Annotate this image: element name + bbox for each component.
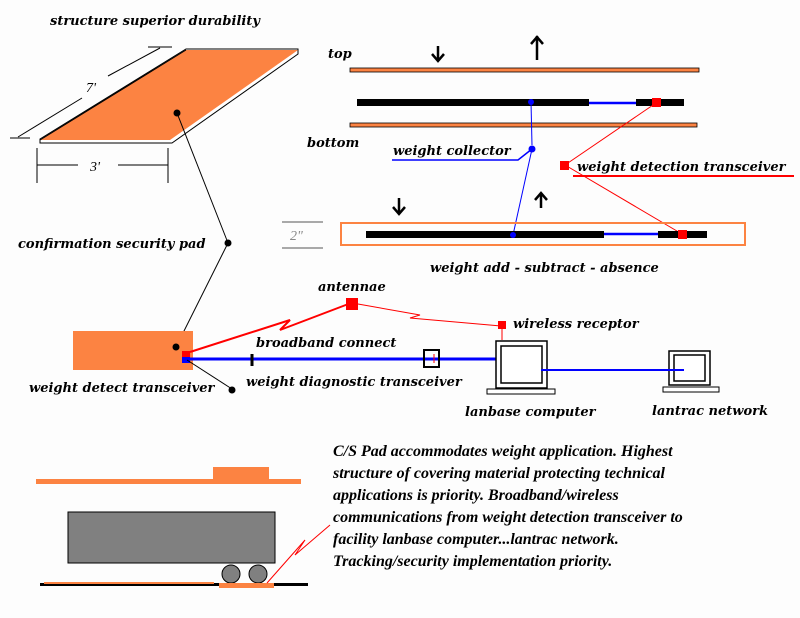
description-line: C/S Pad accommodates weight application.… <box>333 443 673 460</box>
trailer-wheel <box>248 564 268 584</box>
detect-transceiver-dot <box>228 386 236 394</box>
detect-transceiver-blue <box>182 357 190 363</box>
computer-icon <box>662 350 720 393</box>
transceiver-link-top <box>564 102 657 166</box>
wireless-signal-downlink <box>357 303 502 327</box>
trailer-body <box>67 511 276 564</box>
top-label: top <box>328 47 352 62</box>
width-dimension: 3' <box>36 148 169 183</box>
pad-left-edge <box>39 49 187 141</box>
top-plate <box>349 67 700 73</box>
description-line: communications from weight detection tra… <box>333 509 683 526</box>
lantrac-network-label: lantrac network <box>652 404 768 419</box>
wireless-receptor-node <box>498 321 506 329</box>
collector-wire-bottom <box>512 148 533 236</box>
wireless-signal-uplink <box>189 302 352 353</box>
trailer-wheel <box>221 564 241 584</box>
pad-sensor-bar-left <box>366 231 604 238</box>
description-line: structure of covering material protectin… <box>333 465 665 482</box>
collector-wire-top <box>530 101 533 146</box>
ground-line <box>40 583 308 586</box>
dim-thickness-label: 2" <box>290 229 303 244</box>
detection-transceiver-node <box>560 161 569 170</box>
confirmation-dot <box>224 239 232 247</box>
description-line: facility lanbase computer...lantrac netw… <box>333 531 619 548</box>
description-line: applications is priority. Broadband/wire… <box>333 487 619 504</box>
arrow-up-icon <box>534 191 548 208</box>
truck-trailer-icon <box>36 467 308 588</box>
antennae-node <box>346 298 358 310</box>
leader-security <box>175 242 229 348</box>
computer-icon <box>486 340 556 395</box>
pad-transceiver-node <box>678 230 687 239</box>
bottom-label: bottom <box>307 136 359 151</box>
weight-detect-transceiver-label: weight detect transceiver <box>29 381 216 396</box>
collector-underline <box>392 148 533 161</box>
structure-title: structure superior durability <box>50 14 261 29</box>
ground-pad-strip <box>44 582 214 584</box>
sensor-bar-left <box>357 99 589 106</box>
dim-width-label: 3' <box>89 160 101 175</box>
dim-line-lower <box>17 97 83 138</box>
weight-collector-label: weight collector <box>393 144 512 159</box>
description-text: C/S Pad accommodates weight application.… <box>333 441 773 573</box>
ground-pad <box>219 583 274 588</box>
broadband-connect-label: broadband connect <box>256 336 396 351</box>
truck-wireless-signal <box>266 524 331 584</box>
dim-length-label: 7' <box>86 81 97 96</box>
description-line: Tracking/security implementation priorit… <box>333 553 613 570</box>
arrow-down-icon <box>431 46 445 63</box>
pad-cross-section <box>340 222 746 246</box>
antennae-label: antennae <box>318 280 386 295</box>
pad-surface <box>40 50 298 140</box>
canopy-roof <box>36 479 301 484</box>
confirmation-security-pad-label: confirmation security pad <box>18 237 206 252</box>
length-dimension: 7' <box>10 46 172 139</box>
lanbase-computer-label: lanbase computer <box>465 405 597 420</box>
bottom-plate <box>349 122 698 128</box>
detect-transceiver-red <box>182 351 190 358</box>
pad-perspective <box>39 48 299 144</box>
arrow-up-icon <box>530 35 544 60</box>
security-pad-point <box>172 343 180 351</box>
wireless-receptor-label: wireless receptor <box>513 317 640 332</box>
pad-collector-node <box>510 232 516 238</box>
dim-line-upper <box>107 47 161 77</box>
canopy-top <box>213 467 269 480</box>
diagnostic-transceiver-box <box>423 349 440 368</box>
leader-detect-transceiver <box>186 359 233 390</box>
weight-add-subtract-absence-label: weight add - subtract - absence <box>430 261 659 276</box>
weight-detection-transceiver-label: weight detection transceiver <box>577 160 787 175</box>
arrow-down-icon <box>392 198 406 216</box>
security-pad-block <box>73 331 193 370</box>
sensor-transceiver-top <box>652 98 661 107</box>
leader-pad <box>176 112 229 244</box>
weight-diagnostic-transceiver-label: weight diagnostic transceiver <box>246 375 463 390</box>
